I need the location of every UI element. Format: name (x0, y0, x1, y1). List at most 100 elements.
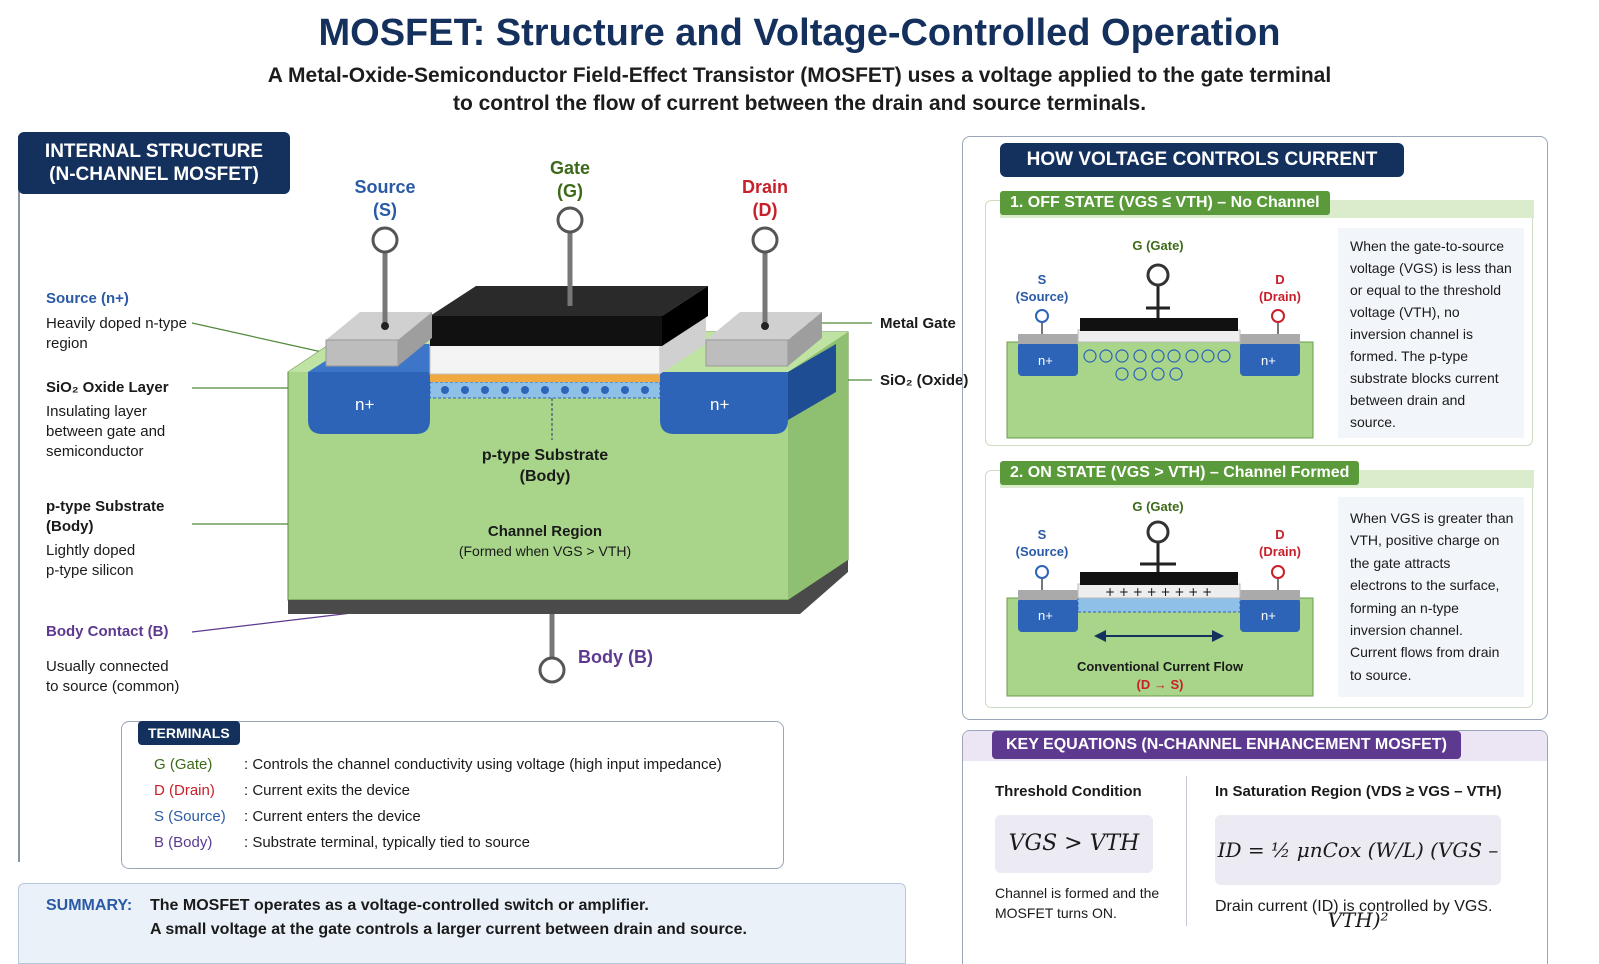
description-line: between drain and (1350, 392, 1466, 408)
off-electron (1115, 349, 1129, 363)
substrate-label-2: (Body) (519, 468, 571, 485)
channel-electron (521, 386, 529, 394)
drain-terminal-label: Drain (741, 177, 788, 197)
on-channel (1077, 597, 1241, 613)
saturation-title: In Saturation Region (VDS ≥ VGS – VTH) (1215, 783, 1502, 800)
oxide-desc-2: between gate and (46, 423, 166, 440)
off-electron (1083, 349, 1097, 363)
off-electron (1169, 367, 1183, 381)
gate-terminal-circle (556, 206, 584, 234)
drain-lead-dot (761, 322, 769, 330)
metal-gate-side (662, 286, 708, 346)
description-line: source. (1350, 414, 1396, 430)
description-line: the gate attracts (1350, 554, 1451, 571)
on-gate-terminal (1146, 520, 1170, 544)
channel-electron (581, 386, 589, 394)
source-title: Source (n+) (46, 290, 129, 307)
on-source-terminal (1035, 565, 1049, 579)
on-drain-terminal (1271, 565, 1285, 579)
on-state-header: 2. ON STATE (VGS > VTH) – Channel Formed (1000, 461, 1360, 485)
gate-white-layer (429, 343, 661, 375)
off-source-label: S (1037, 272, 1047, 287)
off-drain-contact (1240, 334, 1300, 344)
on-drain-sub: (Drain) (1259, 544, 1301, 559)
on-source-n (1018, 598, 1078, 632)
current-flow-arrow-right (1212, 630, 1224, 642)
channel-electron (601, 386, 609, 394)
drain-contact (705, 339, 789, 367)
terminal-desc: : Substrate terminal, typically tied to … (244, 834, 530, 851)
left-panel-border (18, 136, 20, 862)
off-text-bg (1338, 228, 1524, 438)
substrate-desc-2: p-type silicon (46, 562, 134, 579)
body-terminal-circle (538, 656, 566, 684)
description-line: When VGS is greater than (1350, 510, 1514, 526)
equations-panel (962, 730, 1548, 964)
source-contact-side (398, 312, 432, 366)
threshold-equation: VGS > VTH (995, 815, 1153, 873)
metal-gate-label: Metal Gate (880, 315, 956, 332)
body-contact-desc-2: to source (common) (46, 678, 180, 695)
terminal-name: B (Body) (154, 834, 213, 851)
on-drain-contact (1240, 590, 1300, 600)
channel-electron (501, 386, 509, 394)
substrate-title-2: (Body) (46, 518, 94, 535)
description-line: to source. (1350, 666, 1412, 683)
metal-gate-front (430, 316, 662, 346)
off-electron (1167, 349, 1181, 363)
body-terminal-label: Body (B) (578, 647, 653, 667)
source-contact-top (326, 312, 432, 340)
off-electron (1115, 367, 1129, 381)
on-text-bg (1338, 497, 1524, 697)
subtitle-line-1: A Metal-Oxide-Semiconductor Field-Effect… (267, 64, 1332, 87)
channel-electron (441, 386, 449, 394)
summary-label: SUMMARY: (46, 897, 133, 914)
subtitle-line-2: to control the flow of current between t… (452, 92, 1147, 115)
off-electron (1133, 367, 1147, 381)
on-gate-charge: + + + + + + + + (1105, 585, 1212, 599)
page-title: MOSFET: Structure and Voltage-Controlled… (318, 12, 1281, 54)
drain-n-plus-label: n+ (710, 395, 730, 414)
description-line: electrons to the surface, (1350, 577, 1500, 594)
source-terminal-label: Source (354, 177, 416, 197)
off-electron (1185, 349, 1199, 363)
off-electron (1201, 349, 1215, 363)
off-drain-sub: (Drain) (1259, 289, 1301, 304)
on-gate-metal (1080, 572, 1238, 585)
threshold-note-2: MOSFET turns ON. (995, 905, 1117, 921)
source-terminal-symbol: (S) (373, 200, 397, 220)
terminals-header: TERMINALS (138, 721, 240, 745)
channel-electron (561, 386, 569, 394)
terminal-row: D (Drain) : Current exits the device (154, 782, 410, 799)
off-drain-label: D (1275, 272, 1285, 287)
structure-header-line-1: INTERNAL STRUCTURE (44, 141, 264, 162)
description-line: inversion channel is (1350, 326, 1473, 342)
off-electron (1151, 367, 1165, 381)
description-line: forming an n-type (1350, 599, 1459, 616)
on-state-diagram: + + + + + + + + (1006, 520, 1314, 697)
oxide-label: SiO₂ (Oxide) (880, 372, 969, 389)
description-line: VTH, positive charge on (1350, 532, 1500, 549)
terminal-desc: : Current exits the device (244, 782, 410, 799)
off-gate-metal (1080, 318, 1238, 331)
off-drain-n-label: n+ (1261, 353, 1276, 368)
body-contact-desc-1: Usually connected (46, 658, 169, 675)
terminal-name: D (Drain) (154, 782, 215, 799)
threshold-note-1: Channel is formed and the (995, 885, 1160, 901)
source-n-region (308, 372, 430, 434)
oxide-layer (430, 372, 660, 382)
current-flow-arrow-left (1094, 630, 1106, 642)
gate-terminal-symbol: (G) (557, 181, 583, 201)
threshold-title: Threshold Condition (995, 783, 1142, 800)
how-header: HOW VOLTAGE CONTROLS CURRENT (1000, 143, 1404, 177)
off-gate-terminal (1146, 263, 1170, 287)
terminal-name: G (Gate) (154, 756, 213, 773)
saturation-equation: ID = ½ μnCox (W/L) (VGS – VTH)² (1215, 815, 1501, 932)
substrate-title-1: p-type Substrate (46, 498, 165, 515)
source-leader-line (191, 322, 341, 357)
off-electron (1099, 349, 1113, 363)
channel-electron (621, 386, 629, 394)
off-source-sub: (Source) (1015, 289, 1069, 304)
gate-white-side (660, 314, 706, 374)
